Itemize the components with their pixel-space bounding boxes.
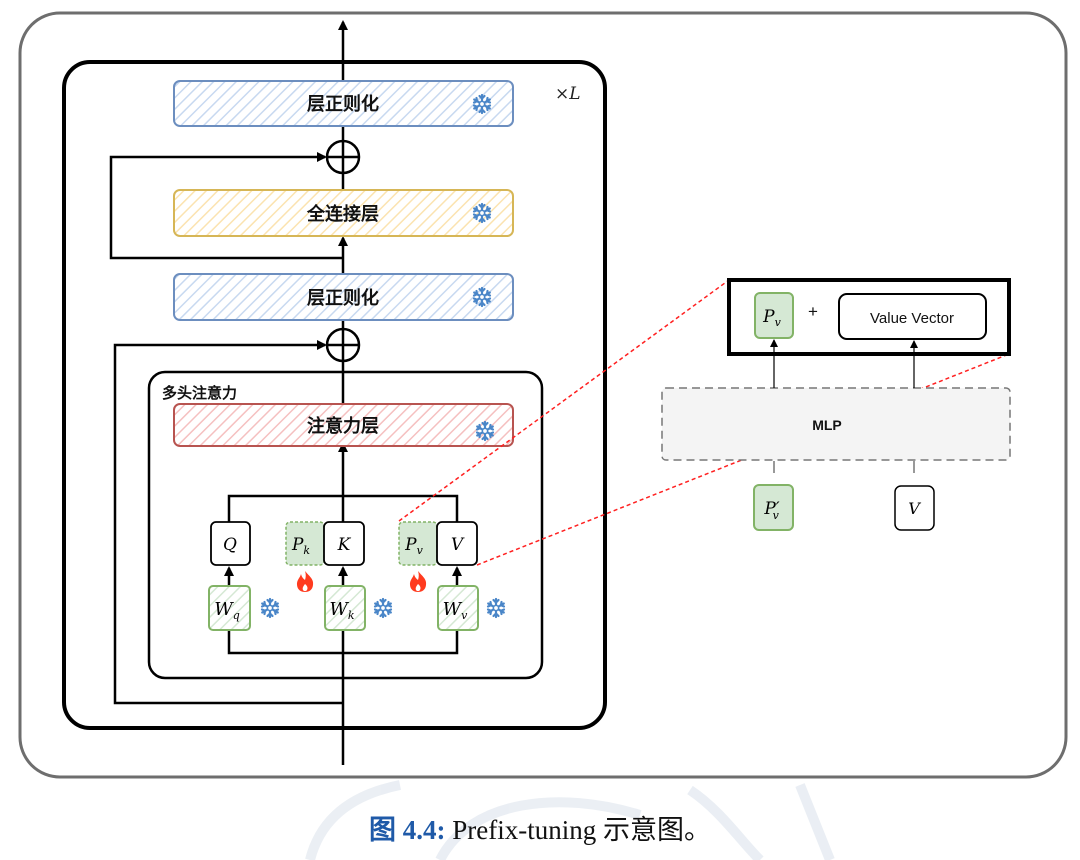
value-label: V [451, 535, 465, 555]
fire-icon [409, 571, 427, 592]
layer-norm-top: 层正则化 [173, 80, 514, 127]
value-vector-label: Value Vector [870, 310, 954, 327]
figure-number: 图 4.4: [369, 815, 446, 845]
attention-layer: 注意力层 [173, 403, 514, 447]
snowflake-icon [486, 597, 506, 619]
value-box: V [436, 521, 478, 566]
add-node-bottom [325, 327, 361, 363]
residual-attention [113, 340, 343, 705]
mlp-label: MLP [812, 417, 842, 433]
snowflake-icon [373, 597, 393, 619]
transformer-block [62, 60, 607, 730]
value-vector-box: Value Vector [838, 293, 987, 340]
qkv-bottom-connector [227, 630, 459, 655]
snowflake-icon [260, 597, 280, 619]
figure-caption: 图 4.4: Prefix-tuning 示意图。 [0, 808, 1080, 847]
wv-box: Wv [437, 585, 479, 631]
zoom-connector-top [398, 279, 730, 522]
prefix-key-label: Pk [291, 535, 310, 557]
layer-norm-bottom-label: 层正则化 [307, 287, 379, 309]
key-label: K [337, 535, 352, 555]
wq-box: Wq [208, 585, 251, 631]
key-box: K [323, 521, 365, 566]
figure-caption-text: Prefix-tuning 示意图。 [445, 815, 711, 845]
wq-label: Wq [214, 599, 240, 622]
residual-ffn [109, 152, 343, 260]
attention-layer-label: 注意力层 [307, 415, 379, 437]
zoom-pv-box: Pv [754, 292, 794, 339]
outer-frame [18, 11, 1068, 779]
prefix-key-box: Pk [285, 521, 325, 566]
zoom-v-box: V [894, 485, 935, 531]
prefix-value-label: Pv [404, 535, 423, 557]
layer-norm-top-label: 层正则化 [307, 93, 379, 115]
query-box: Q [210, 521, 251, 566]
feed-forward-layer: 全连接层 [173, 189, 514, 237]
layer-norm-bottom: 层正则化 [173, 273, 514, 321]
watermark [305, 780, 835, 860]
pv-prime-label: P′v [763, 499, 779, 522]
repeat-label: ×L [555, 84, 581, 104]
multi-head-attention-box [147, 370, 544, 680]
qkv-top-connector [227, 494, 459, 522]
wk-box: Wk [324, 585, 366, 631]
prefix-value-box: Pv [398, 521, 438, 566]
fire-icon [296, 571, 314, 592]
pv-prime-box: P′v [753, 484, 794, 531]
zoom-pv-label: Pv [762, 307, 781, 329]
add-node-top [325, 139, 361, 175]
wk-label: Wk [329, 599, 355, 622]
zoom-v-label: V [908, 499, 921, 518]
wv-label: Wv [443, 599, 469, 622]
plus-sign: + [808, 302, 818, 321]
prefix-output-box [727, 278, 1011, 356]
multi-head-attention-title: 多头注意力 [162, 384, 237, 402]
feed-forward-label: 全连接层 [306, 203, 379, 225]
mlp-box: MLP [661, 387, 1011, 461]
query-label: Q [223, 535, 237, 555]
